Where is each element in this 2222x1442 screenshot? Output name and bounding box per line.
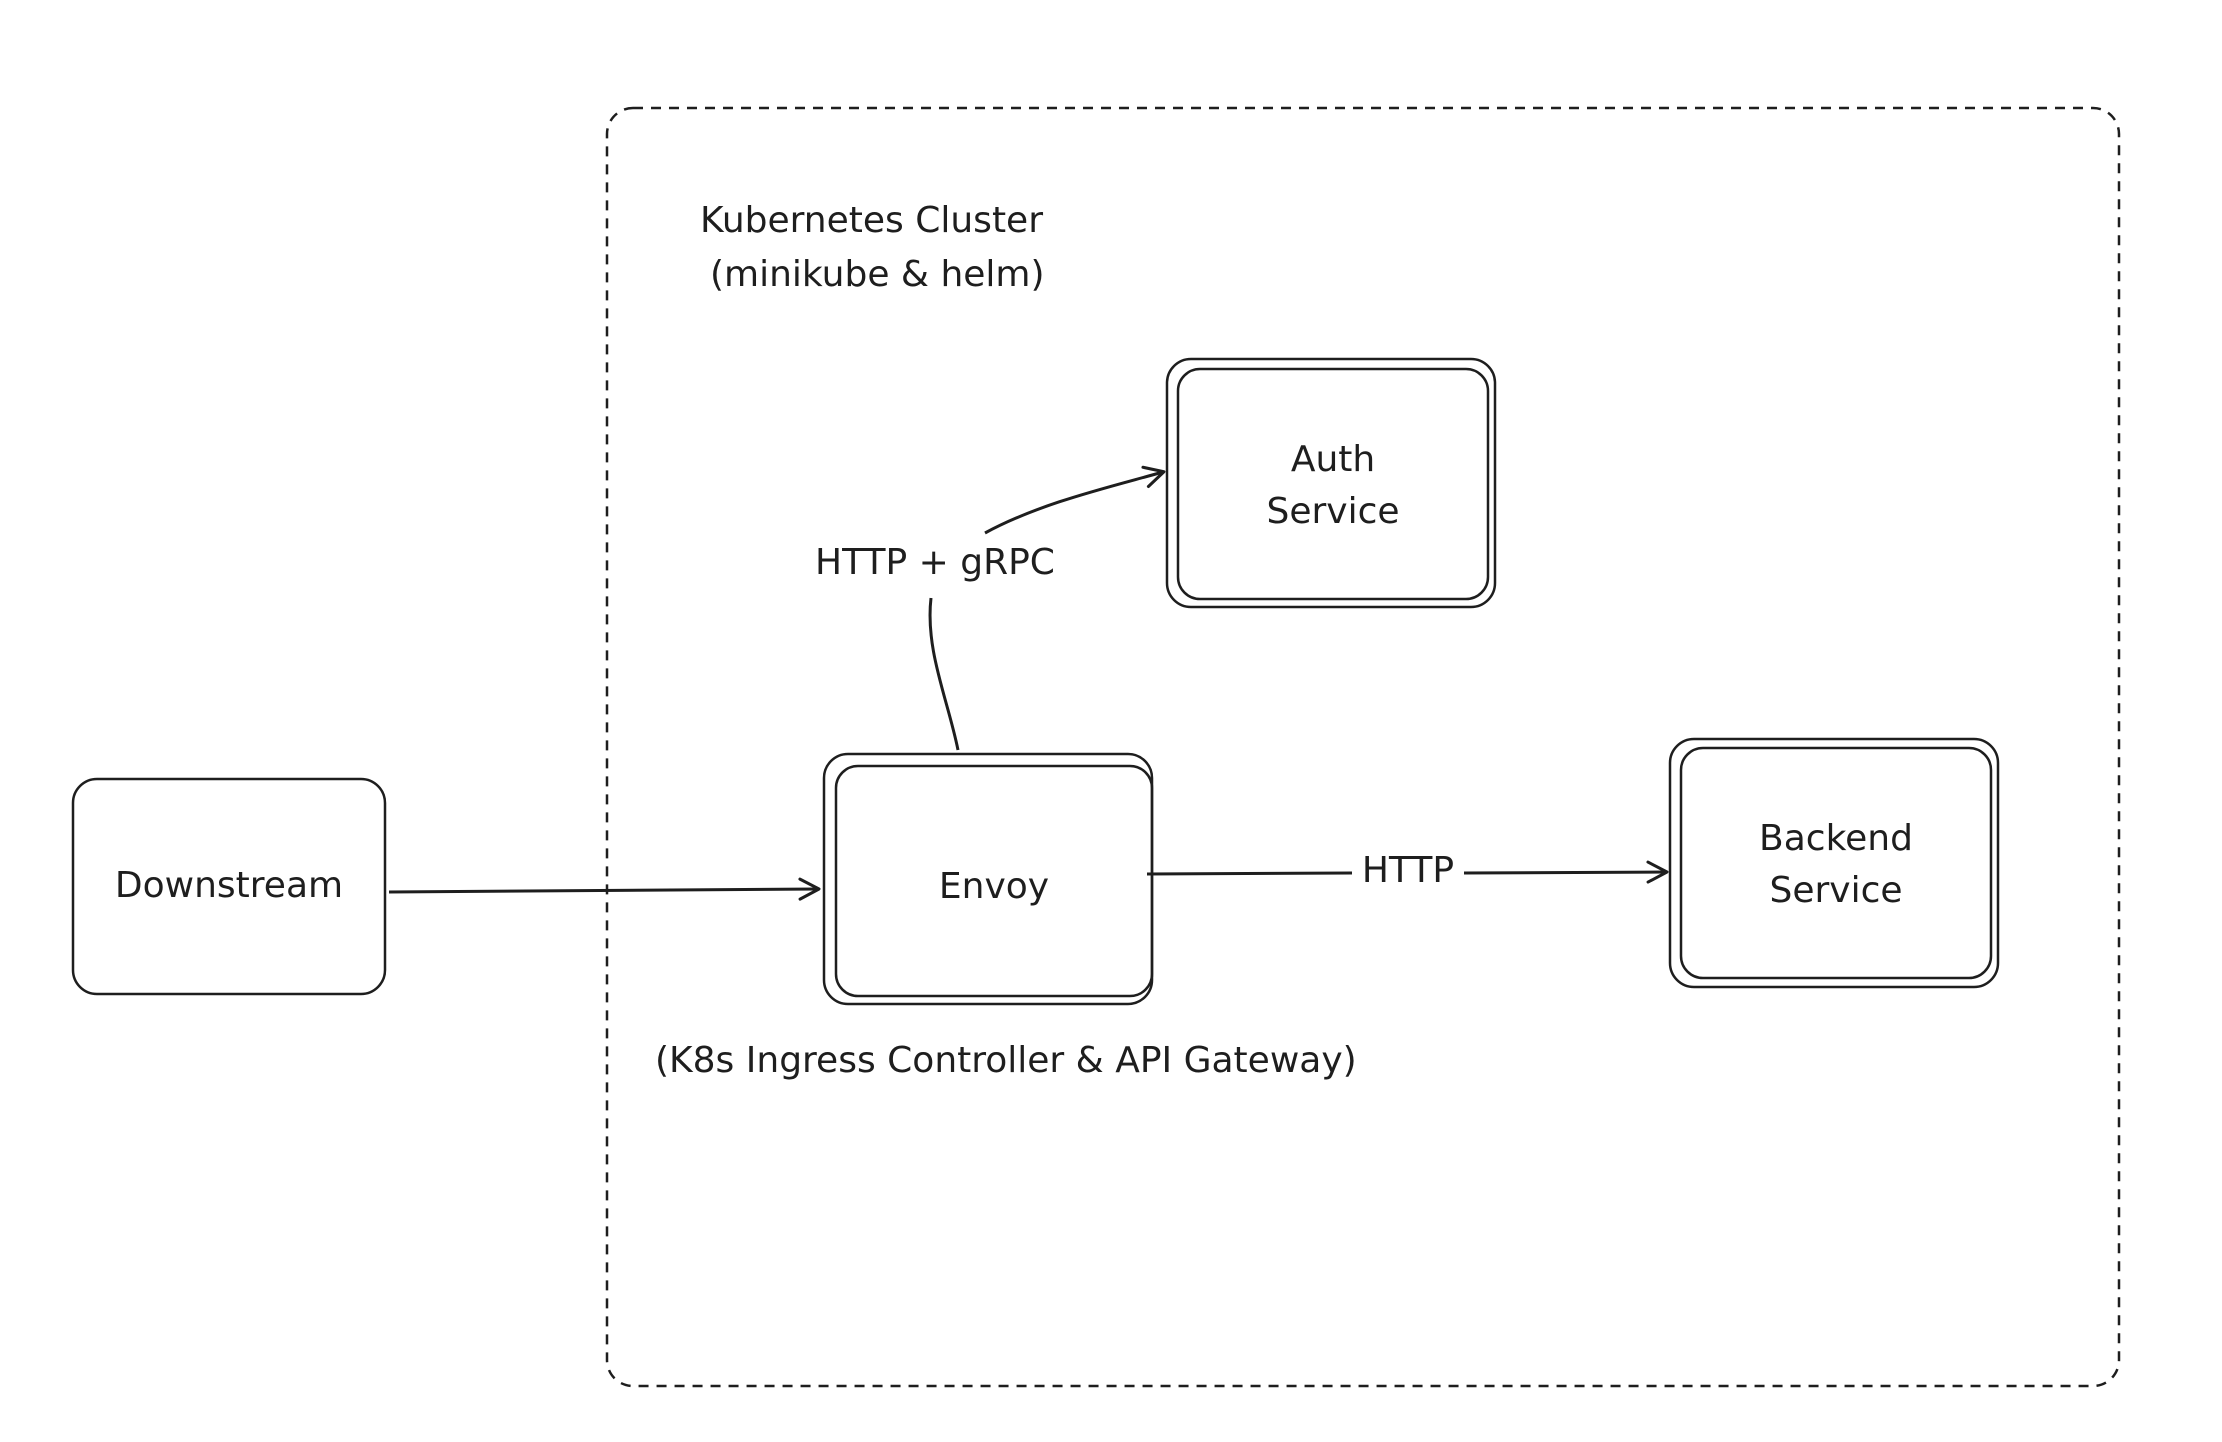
edge-label-http: HTTP <box>1340 845 1476 897</box>
cluster-title-line1: Kubernetes Cluster <box>700 200 1044 241</box>
auth-service-label: Auth Service <box>1178 434 1488 538</box>
envoy-caption: (K8s Ingress Controller & API Gateway) <box>655 1035 1357 1087</box>
downstream-label: Downstream <box>73 860 385 912</box>
backend-service-label-line2: Service <box>1769 870 1903 911</box>
envoy-node[interactable] <box>822 752 1154 1006</box>
downstream-to-envoy-arrow <box>388 877 821 901</box>
envoy-to-auth-arrow-lower <box>928 597 960 751</box>
envoy-to-backend-arrow-left <box>1146 871 1353 876</box>
edge-label-http-text: HTTP <box>1355 850 1461 891</box>
envoy-label: Envoy <box>836 861 1152 913</box>
auth-service-node[interactable] <box>1165 357 1497 609</box>
envoy-to-auth-arrow-upper <box>984 465 1166 535</box>
cluster-boundary <box>605 106 2121 1388</box>
envoy-to-backend-arrow-right <box>1463 860 1669 884</box>
downstream-label-text: Downstream <box>114 865 344 906</box>
backend-service-label-line1: Backend <box>1759 818 1913 859</box>
cluster-title-line2: (minikube & helm) <box>710 254 1045 295</box>
envoy-label-text: Envoy <box>938 866 1050 907</box>
cluster-title: Kubernetes Cluster (minikube & helm) <box>700 194 1045 302</box>
edge-label-http-grpc: HTTP + gRPC <box>800 537 1070 589</box>
backend-service-label: Backend Service <box>1681 813 1991 917</box>
backend-service-node[interactable] <box>1668 737 2000 989</box>
edge-label-http-grpc-text: HTTP + gRPC <box>809 542 1061 583</box>
auth-service-label-line1: Auth <box>1290 439 1376 480</box>
auth-service-label-line2: Service <box>1266 491 1400 532</box>
downstream-node[interactable] <box>71 777 387 996</box>
envoy-caption-text: (K8s Ingress Controller & API Gateway) <box>655 1040 1357 1081</box>
